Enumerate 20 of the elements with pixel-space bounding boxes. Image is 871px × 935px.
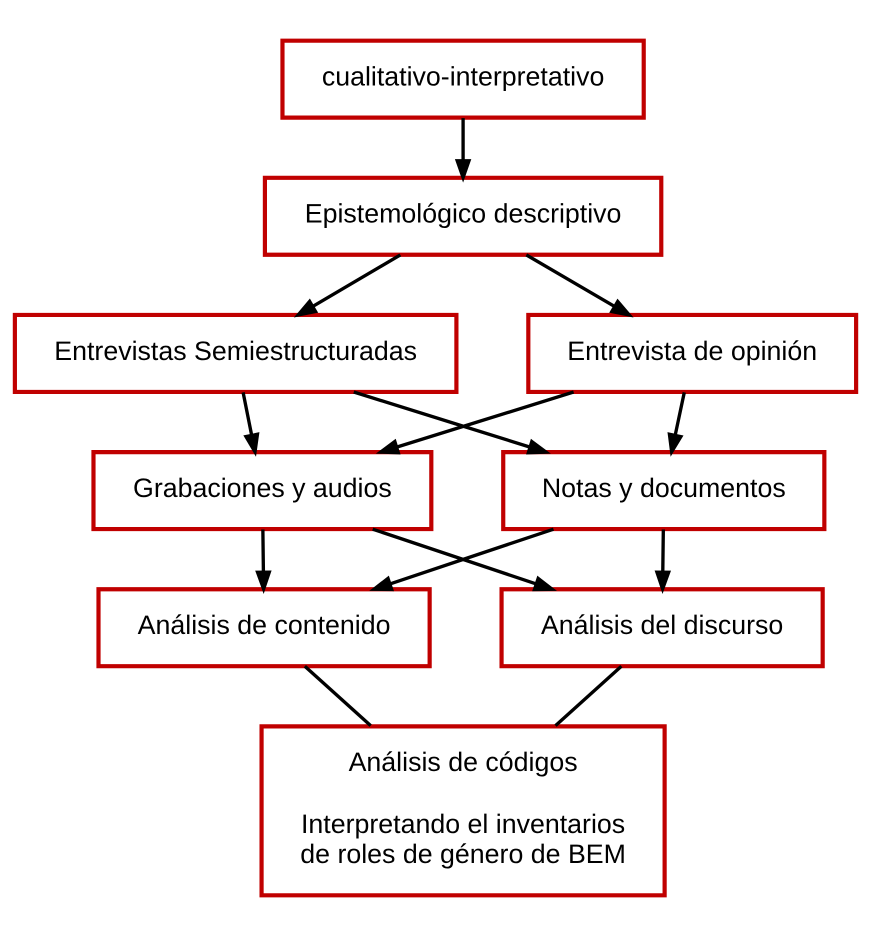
arrow <box>454 118 472 182</box>
arrow <box>353 390 551 454</box>
arrow <box>525 252 634 318</box>
node-box: Grabaciones y audios <box>91 450 434 531</box>
node-box: cualitativo-interpretativo <box>280 38 646 120</box>
node-box: Análisis de códigos Interpretando el inventarios de roles de género de BEM <box>259 724 667 897</box>
connector <box>554 664 622 726</box>
node-box: Análisis del discurso <box>499 586 825 668</box>
node-box: Entrevistas Semiestructuradas <box>12 312 458 394</box>
arrow <box>667 392 686 456</box>
arrow <box>241 392 260 456</box>
node-box: Análisis de contenido <box>96 586 432 668</box>
arrow <box>376 390 574 454</box>
node-box: Entrevista de opinión <box>526 312 858 394</box>
node-box: Notas y documentos <box>501 450 826 531</box>
arrow <box>654 529 672 594</box>
node-box: Epistemológico descriptivo <box>262 175 664 256</box>
arrow <box>255 529 272 594</box>
connector <box>304 664 372 726</box>
arrow <box>294 252 402 318</box>
